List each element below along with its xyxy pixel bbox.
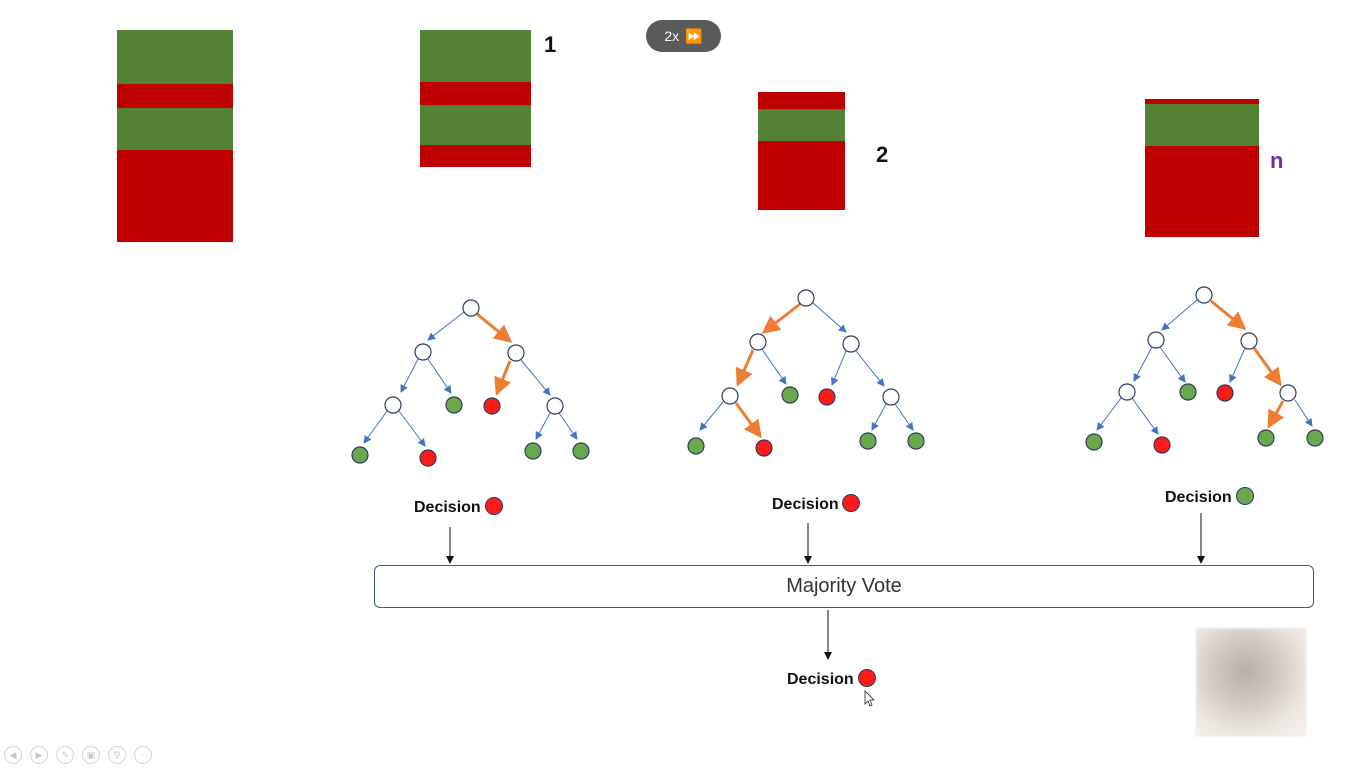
final-decision-red-dot bbox=[858, 669, 876, 687]
zoom-icon[interactable]: ⚲ bbox=[108, 746, 126, 764]
decision-arrows bbox=[446, 513, 1205, 660]
green-segment bbox=[117, 30, 233, 84]
previous-icon[interactable]: ◀ bbox=[4, 746, 22, 764]
mouse-cursor-icon bbox=[864, 690, 875, 707]
tree-3-decision-label: Decision bbox=[1165, 489, 1232, 506]
tree-1-decision-label: Decision bbox=[414, 499, 481, 516]
tree-1-path bbox=[476, 312, 513, 396]
tree-3-nodes bbox=[1085, 286, 1324, 454]
pen-icon[interactable]: ✎ bbox=[56, 746, 74, 764]
tree-1-decision-red-dot bbox=[485, 497, 503, 515]
tree-3-path bbox=[1210, 299, 1285, 429]
tree-1-nodes bbox=[351, 299, 590, 467]
more-icon[interactable]: ⋯ bbox=[134, 746, 152, 764]
sample-label-n: n bbox=[1270, 148, 1284, 173]
majority-vote-box: Majority Vote bbox=[374, 565, 1314, 608]
red-segment bbox=[758, 141, 845, 210]
bootstrap-sample-1 bbox=[420, 30, 531, 167]
tree-2-decision-label: Decision bbox=[772, 496, 839, 513]
red-segment bbox=[117, 84, 233, 108]
red-segment bbox=[758, 92, 845, 109]
red-segment bbox=[420, 145, 531, 167]
tree-2-nodes bbox=[687, 289, 925, 457]
webcam-thumbnail bbox=[1196, 628, 1306, 736]
slides-icon[interactable]: ▣ bbox=[82, 746, 100, 764]
sample-label-1: 1 bbox=[544, 32, 557, 57]
presentation-toolbar: ◀ ▶ ✎ ▣ ⚲ ⋯ bbox=[4, 746, 152, 764]
playback-speed-button[interactable]: 2x ⏩ bbox=[646, 20, 721, 52]
tree-2-decision-red-dot bbox=[842, 494, 860, 512]
green-segment bbox=[420, 30, 531, 82]
tree-2 bbox=[699, 302, 914, 431]
green-segment bbox=[1145, 104, 1259, 146]
speed-label: 2x bbox=[664, 28, 680, 44]
bootstrap-sample-n bbox=[1145, 99, 1259, 237]
tree-2-path bbox=[734, 302, 801, 439]
red-segment bbox=[1145, 99, 1259, 104]
green-segment bbox=[758, 109, 845, 141]
original-dataset-stack bbox=[117, 30, 233, 242]
green-segment bbox=[117, 108, 233, 150]
tree-1 bbox=[363, 311, 578, 447]
red-segment bbox=[1145, 146, 1259, 237]
next-icon[interactable]: ▶ bbox=[30, 746, 48, 764]
tree-3 bbox=[1096, 299, 1313, 435]
sample-label-2: 2 bbox=[876, 142, 889, 167]
bootstrap-sample-2 bbox=[758, 92, 845, 210]
majority-vote-label: Majority Vote bbox=[786, 575, 902, 597]
red-segment bbox=[420, 82, 531, 105]
tree-3-decision-green-dot bbox=[1236, 487, 1254, 505]
fast-forward-icon: ⏩ bbox=[685, 27, 703, 44]
green-segment bbox=[420, 105, 531, 145]
final-decision-label: Decision bbox=[787, 671, 854, 688]
red-segment bbox=[117, 150, 233, 242]
